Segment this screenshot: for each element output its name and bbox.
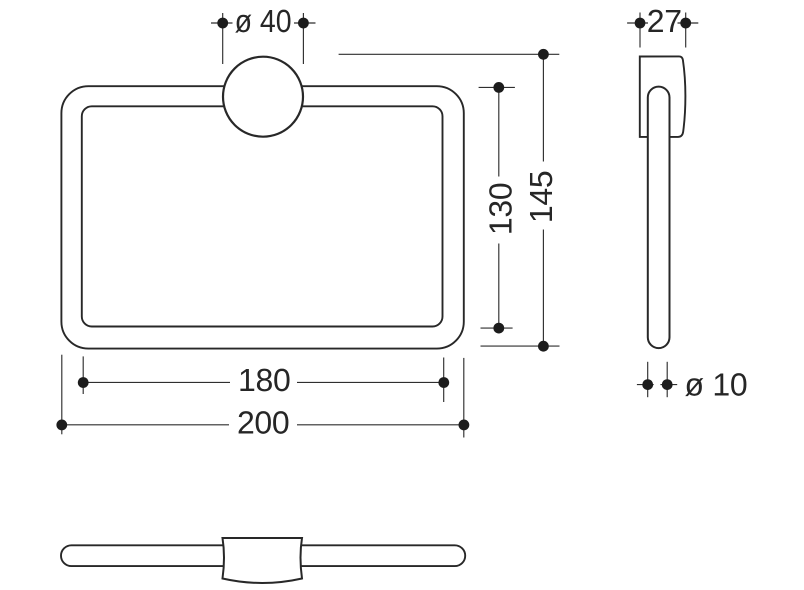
svg-text:145: 145 (523, 171, 559, 224)
svg-text:ø 10: ø 10 (685, 366, 748, 402)
svg-text:27: 27 (647, 3, 682, 39)
svg-text:200: 200 (237, 405, 290, 441)
svg-text:130: 130 (483, 183, 519, 236)
svg-text:ø 40: ø 40 (235, 3, 292, 39)
svg-text:180: 180 (238, 362, 291, 398)
